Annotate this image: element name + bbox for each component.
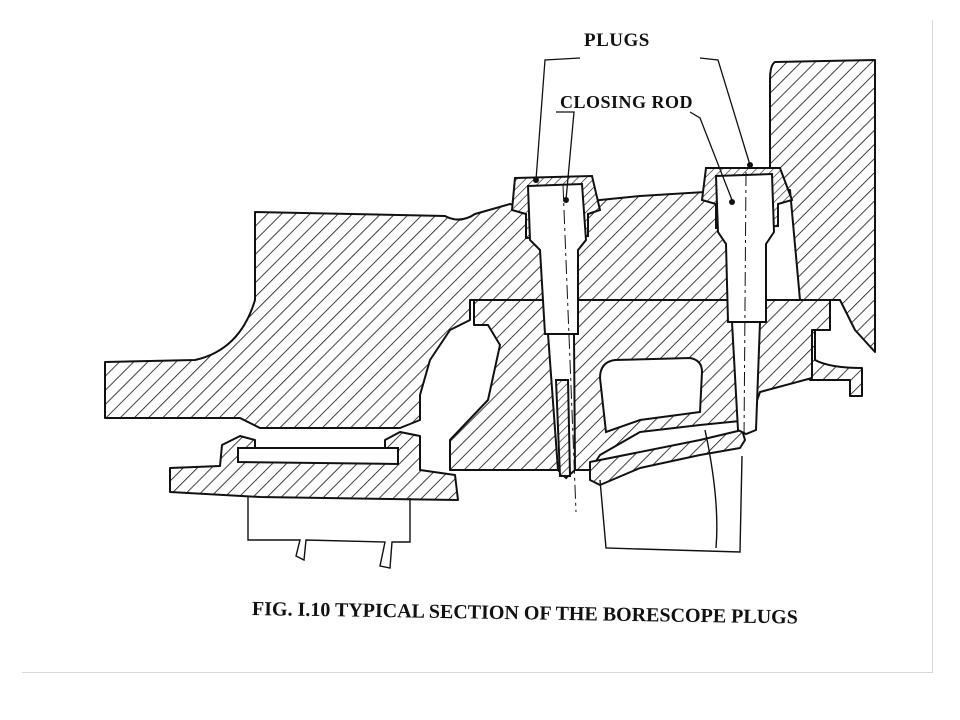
left-groove xyxy=(237,447,399,466)
plugs-label: PLUGS xyxy=(584,30,650,51)
right-rod-centerline xyxy=(743,171,747,441)
blade-outlines xyxy=(247,429,743,569)
closing-rod-label: CLOSING ROD xyxy=(560,92,694,112)
left-rod-centerline xyxy=(562,184,577,513)
right-plug-assembly xyxy=(700,167,794,436)
seal-band-section xyxy=(169,431,459,501)
outer-wall-section xyxy=(769,59,876,353)
inner-cavity xyxy=(598,356,704,434)
leader-lines xyxy=(535,57,751,201)
right-flange-section xyxy=(809,329,863,397)
casing-section xyxy=(104,187,761,429)
left-plug-assembly xyxy=(510,174,602,480)
vane-platform-section xyxy=(589,429,746,486)
